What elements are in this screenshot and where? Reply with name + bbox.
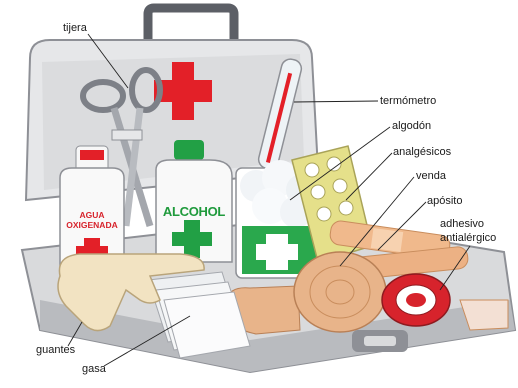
label-aposito: apósito [427,195,462,208]
case-latch-inner [364,336,396,346]
label-algodon: algodón [392,120,431,133]
label-analgesicos: analgésicos [393,146,451,159]
label-guantes: guantes [36,344,75,357]
label-gasa: gasa [82,363,106,376]
case-handle [148,8,234,42]
label-tijera: tijera [63,22,87,35]
label-adhesivo: adhesivo [440,218,484,231]
agua-oxigenada-label: AGUA OXIGENADA [62,210,122,230]
label-venda: venda [416,170,446,183]
alcohol-label: ALCOHOL [154,204,234,219]
label-termometro: termómetro [380,95,436,108]
label-antialergico: antialérgico [440,232,496,245]
